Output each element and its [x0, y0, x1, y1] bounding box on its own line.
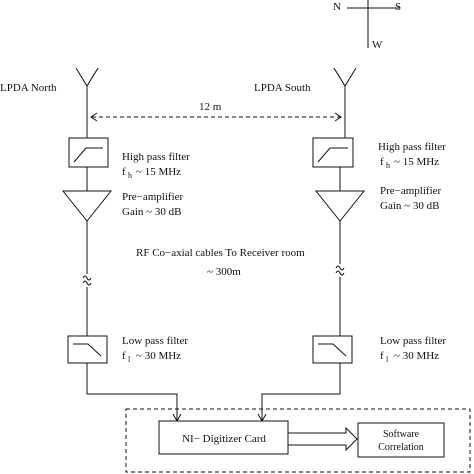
north-cable-break-icon [82, 275, 92, 281]
north-lowpass-box [67, 335, 108, 364]
south-cable-break-icon [335, 265, 345, 271]
north-lpf-symbol: f [122, 350, 126, 362]
block-arrow-icon [287, 426, 358, 452]
south-lpf-value: ~ 30 MHz [394, 350, 439, 362]
south-hpf-value: ~ 15 MHz [394, 156, 439, 168]
antenna-north-icon [75, 67, 99, 87]
antenna-south-label: LPDA South [254, 82, 311, 94]
south-lpf-subscript: l [386, 355, 389, 364]
south-to-digitizer-line [261, 363, 341, 420]
compass-south: S [395, 1, 401, 13]
north-hpf-subscript: h [128, 171, 132, 180]
south-hpf-symbol: f [380, 156, 384, 168]
antenna-south-icon [333, 67, 357, 87]
lowpass-icon [73, 343, 102, 357]
compass: N S W [333, 0, 401, 51]
north-lpf-value: ~ 30 MHz [136, 350, 181, 362]
cable-title: RF Co−axial cables To Receiver room [136, 247, 305, 259]
north-hpf-title: High pass filter [122, 151, 190, 163]
south-hpf-subscript: h [386, 161, 390, 170]
north-highpass-box [68, 137, 109, 168]
north-to-digitizer-line [86, 363, 178, 420]
highpass-icon [73, 147, 103, 163]
receiver-room-boundary [125, 408, 471, 473]
arrow-left-icon [90, 112, 98, 122]
south-hpf-title: High pass filter [378, 141, 446, 153]
antenna-north [75, 67, 99, 138]
software-correlation-box [357, 422, 445, 458]
arrow-right-icon [334, 112, 342, 122]
north-amp-title: Pre−amplifier [122, 191, 184, 203]
lowpass-icon [318, 343, 347, 357]
south-lowpass-box [312, 335, 353, 364]
antenna-south [333, 67, 357, 138]
software-label-line2: Correlation [378, 442, 424, 453]
compass-north: N [333, 1, 341, 13]
separation-label: 12 m [199, 101, 222, 113]
highpass-icon [317, 147, 348, 163]
north-amp-gain: Gain ~ 30 dB [122, 206, 181, 218]
cable-length: ~ 300m [207, 266, 241, 278]
south-amp-gain: Gain ~ 30 dB [380, 200, 439, 212]
south-lpf-symbol: f [380, 350, 384, 362]
separation-marker [90, 112, 342, 122]
north-amplifier-icon [61, 190, 113, 222]
north-lpf-subscript: l [128, 355, 131, 364]
south-amp-title: Pre−amplifier [380, 185, 442, 197]
software-label-line1: Software [383, 429, 420, 440]
south-highpass-box [312, 137, 354, 168]
north-hpf-value: ~ 15 MHz [136, 166, 181, 178]
compass-west: W [372, 39, 383, 51]
south-amplifier-icon [314, 190, 366, 222]
digitizer-card-label: NI− Digitizer Card [182, 433, 266, 445]
antenna-north-label: LPDA North [0, 82, 57, 94]
north-lpf-title: Low pass filter [122, 335, 188, 347]
north-hpf-symbol: f [122, 166, 126, 178]
digitizer-card-box [158, 420, 289, 455]
south-lpf-title: Low pass filter [380, 335, 446, 347]
